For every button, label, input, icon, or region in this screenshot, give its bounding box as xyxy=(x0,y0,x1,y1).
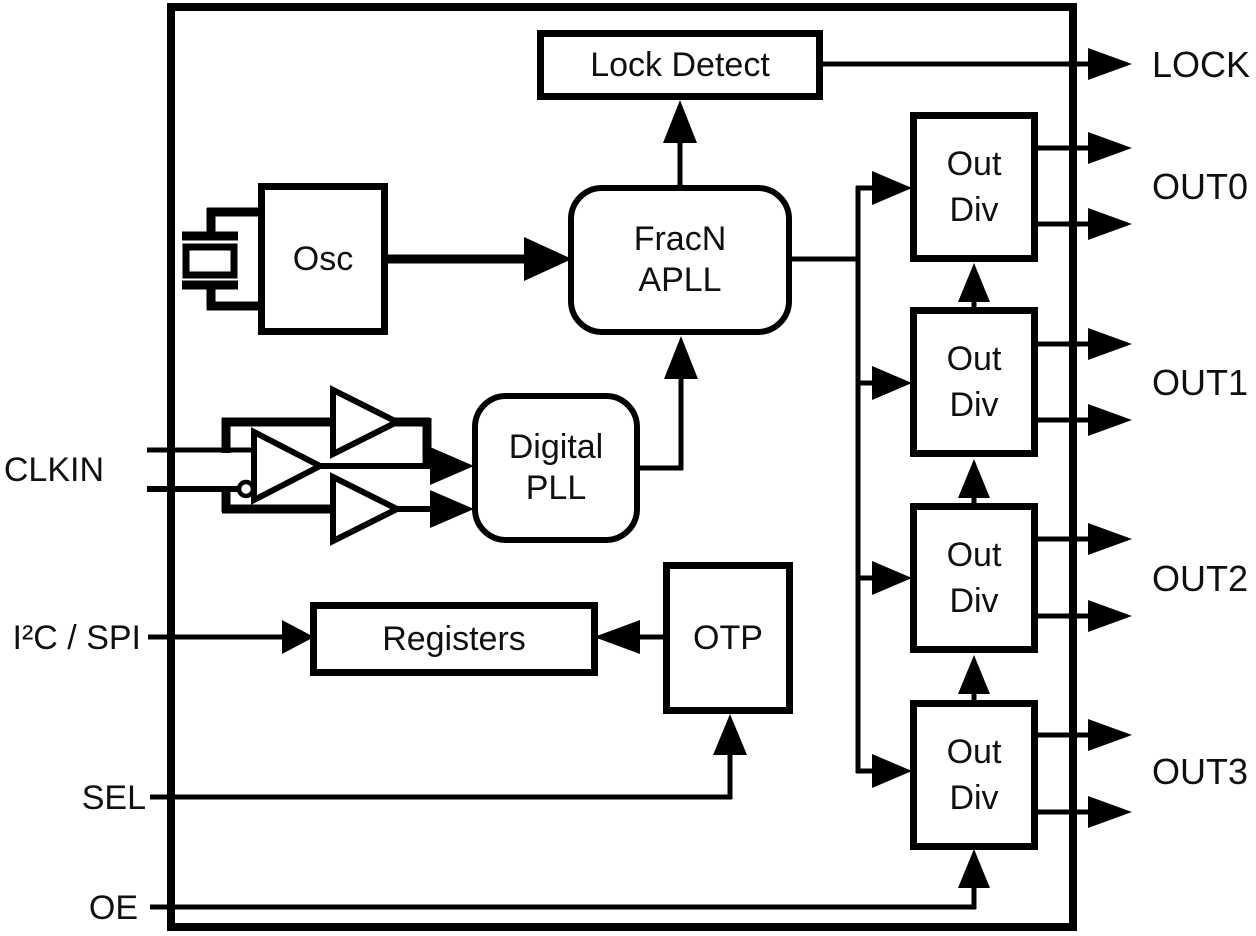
clkin-input-buffers xyxy=(147,385,474,546)
block-fracn-apll-label-line2: APLL xyxy=(638,261,722,299)
wire-apll-output-bus xyxy=(788,171,912,788)
pin-label-oe: OE xyxy=(88,889,138,927)
pin-label-i2c-spi: I²C / SPI xyxy=(12,619,141,657)
block-fracn-apll: FracN APLL xyxy=(568,185,792,335)
wire-otp-to-registers xyxy=(594,620,666,654)
block-out-div-0-label-line1: Out xyxy=(946,145,1002,183)
inverting-input-bubble xyxy=(236,479,256,499)
block-registers-label: Registers xyxy=(382,620,526,658)
block-otp: OTP xyxy=(663,562,793,714)
block-out-div-1-label-line1: Out xyxy=(946,340,1002,378)
wire-apll-to-lock-detect xyxy=(663,100,697,188)
block-lock-detect: Lock Detect xyxy=(537,30,823,100)
block-out-div-1: Out Div xyxy=(910,307,1038,457)
pin-label-out0: OUT0 xyxy=(1152,166,1249,207)
pin-label-clkin: CLKIN xyxy=(3,451,104,489)
pin-label-lock: LOCK xyxy=(1152,44,1251,85)
block-out-div-3-label-line1: Out xyxy=(946,733,1002,771)
buffer-bottom-triangle xyxy=(330,472,404,546)
pin-label-out3: OUT3 xyxy=(1152,751,1249,792)
wire-osc-to-apll xyxy=(385,237,572,281)
block-out-div-3-label-line2: Div xyxy=(949,779,999,817)
wire-oe-enable-chain xyxy=(150,263,990,910)
block-digital-pll: Digital PLL xyxy=(472,393,640,543)
block-out-div-2-label-line1: Out xyxy=(946,536,1002,574)
pin-label-out2: OUT2 xyxy=(1152,558,1249,599)
block-out-div-0-label-line2: Div xyxy=(949,191,999,229)
output-pin-arrows xyxy=(1032,132,1132,828)
block-registers: Registers xyxy=(310,602,598,676)
buffer-diff-triangle xyxy=(251,427,327,505)
wire-lock-output xyxy=(818,48,1132,80)
block-digital-pll-label-line1: Digital xyxy=(508,428,604,466)
pin-label-sel: SEL xyxy=(81,779,146,817)
block-lock-detect-label: Lock Detect xyxy=(590,46,770,84)
block-osc: Osc xyxy=(258,183,388,335)
block-out-div-2-label-line2: Div xyxy=(949,582,999,620)
chip-boundary xyxy=(167,3,1077,931)
block-digital-pll-label-line2: PLL xyxy=(525,469,587,507)
block-osc-label: Osc xyxy=(292,240,354,278)
block-out-div-2: Out Div xyxy=(910,503,1038,653)
block-out-div-3: Out Div xyxy=(910,700,1038,850)
buffer-top-triangle xyxy=(330,385,404,459)
pin-label-out1: OUT1 xyxy=(1152,362,1249,403)
wire-digital-pll-to-apll xyxy=(636,336,698,471)
block-out-div-0: Out Div xyxy=(910,112,1038,262)
wire-sel-to-otp xyxy=(150,714,747,800)
block-out-div-1-label-line2: Div xyxy=(949,386,999,424)
crystal-symbol xyxy=(182,207,262,311)
block-otp-label: OTP xyxy=(693,619,763,657)
wire-i2c-spi-to-registers xyxy=(148,620,314,654)
block-fracn-apll-label-line1: FracN xyxy=(633,220,727,258)
